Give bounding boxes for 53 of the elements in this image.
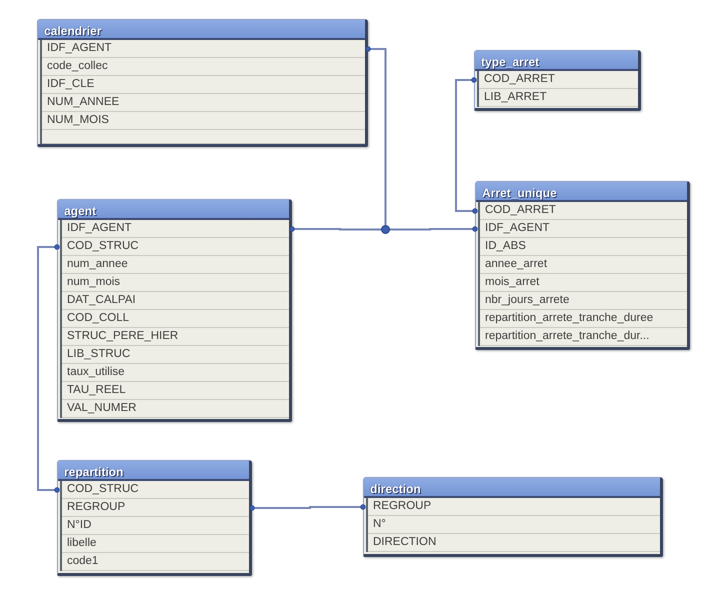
field-row: DAT_CALPAI <box>62 292 289 310</box>
field-row: TAU_REEL <box>62 382 289 400</box>
table-card <box>474 50 641 111</box>
field-row: COD_STRUC <box>62 481 249 499</box>
table-title: agent <box>64 204 96 218</box>
field-row: LIB_STRUC <box>62 346 289 364</box>
field-row: COD_ARRET <box>479 71 638 89</box>
relationship-line <box>365 46 386 225</box>
field-row: N° <box>368 516 660 534</box>
field-row: DIRECTION <box>368 534 660 552</box>
field-row: VAL_NUMER <box>62 400 289 418</box>
field-row: REGROUP <box>62 499 249 517</box>
table-card <box>37 19 368 147</box>
field-row: REGROUP <box>368 498 660 516</box>
relationship-line <box>455 77 478 214</box>
table-title: direction <box>370 482 421 496</box>
field-row: IDF_CLE <box>42 76 365 94</box>
field-row: STRUC_PERE_HIER <box>62 328 289 346</box>
field-row: COD_ARRET <box>480 202 687 220</box>
relationship-line <box>37 244 60 493</box>
field-row: NUM_MOIS <box>42 112 365 130</box>
field-row: COD_COLL <box>62 310 289 328</box>
relationship-line <box>390 226 478 232</box>
field-row: nbr_jours_arrete <box>480 292 687 310</box>
table-card <box>57 199 292 422</box>
field-row: libelle <box>62 535 249 553</box>
field-row: N°ID <box>62 517 249 535</box>
table-title: Arret_unique <box>482 186 557 200</box>
field-row: NUM_ANNEE <box>42 94 365 112</box>
field-row: mois_arret <box>480 274 687 292</box>
relationship-line <box>249 504 366 511</box>
field-row: code_collec <box>42 58 365 76</box>
table-card <box>475 181 690 350</box>
field-row: num_annee <box>62 256 289 274</box>
table-title: calendrier <box>44 24 102 38</box>
field-row: repartition_arrete_tranche_duree <box>480 310 687 328</box>
field-row: COD_STRUC <box>62 238 289 256</box>
field-row: code1 <box>62 553 249 571</box>
relationship-line <box>289 226 381 232</box>
table-title: repartition <box>64 465 124 479</box>
field-row: IDF_AGENT <box>42 40 365 58</box>
field-row: LIB_ARRET <box>479 89 638 107</box>
field-row: taux_utilise <box>62 364 289 382</box>
field-row: repartition_arrete_tranche_dur... <box>480 328 687 346</box>
field-row: num_mois <box>62 274 289 292</box>
table-card <box>57 460 252 576</box>
field-row: annee_arret <box>480 256 687 274</box>
field-row: IDF_AGENT <box>62 220 289 238</box>
table-card <box>363 477 663 557</box>
field-row: ID_ABS <box>480 238 687 256</box>
field-row: IDF_AGENT <box>480 220 687 238</box>
table-title: type_arret <box>481 55 540 69</box>
junction-dot <box>381 225 390 234</box>
